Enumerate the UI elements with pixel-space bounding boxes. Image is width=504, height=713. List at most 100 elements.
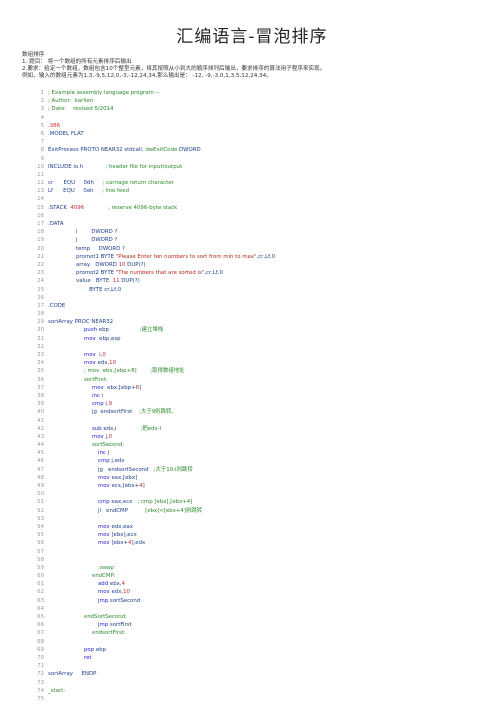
code-line: 28 — [30, 310, 490, 318]
code-token: [ebx+ — [111, 540, 129, 547]
code-text: endCMP: — [48, 572, 116, 580]
line-number: 31 — [37, 335, 44, 342]
line-number: 71 — [37, 663, 44, 670]
line-number: 28 — [37, 311, 44, 318]
code-token: promot2 BYTE — [76, 270, 116, 277]
code-text: .DATA — [48, 220, 64, 228]
code-line: 8 ExitProcess PROTO NEAR32 stdcall, dwExi… — [30, 146, 490, 154]
code-text: cmp i,9 — [48, 400, 112, 408]
code-token: 0 — [108, 433, 113, 440]
code-text: ;swap — [48, 564, 114, 572]
line-number: 66 — [37, 622, 44, 629]
line-number: 37 — [37, 384, 44, 391]
code-line: 73 — [30, 679, 490, 687]
line-number: 2 — [40, 98, 44, 105]
code-text: mov edx,10 — [48, 588, 130, 596]
code-token: eax,[ebx] — [111, 474, 138, 481]
line-number: 56 — [37, 540, 44, 547]
code-token: j, — [105, 433, 109, 440]
line-number: 75 — [37, 695, 44, 702]
code-token: array DWORD — [76, 261, 119, 268]
code-token: "Please Enter ten numbers to sort from m… — [115, 253, 257, 260]
code-token: [ebx],ecx — [111, 532, 137, 539]
line-number: 8 — [40, 147, 44, 154]
code-line: 57 — [30, 548, 490, 556]
code-token: mov — [98, 474, 112, 481]
code-token: dwExitCode: — [145, 147, 179, 154]
line-number: 64 — [37, 605, 44, 612]
gutter — [44, 556, 48, 564]
code-text: mov [ebx+4],edx — [48, 539, 145, 547]
line-number: 6 — [40, 130, 44, 137]
code-text: ; Author: karllen — [48, 97, 93, 105]
code-token: BYTE cr,Lf,0 — [84, 286, 122, 293]
code-line: 2 ; Author: karllen — [30, 97, 490, 105]
line-number: 54 — [37, 523, 44, 530]
code-token: 11 — [112, 278, 120, 285]
code-token: ; line feed — [102, 188, 129, 195]
code-line: 26 — [30, 294, 490, 302]
code-text: mov eax,[ebx] — [48, 474, 137, 482]
line-number: 41 — [37, 417, 44, 424]
code-token: ; carriage return character — [102, 180, 174, 187]
line-number: 33 — [37, 352, 44, 358]
code-token: jmp — [98, 597, 110, 604]
line-number: 13 — [37, 188, 44, 195]
code-text: mov ecx,[ebx+4] — [48, 482, 145, 490]
line-number: 11 — [37, 171, 44, 178]
code-line: 68 — [30, 638, 490, 646]
line-number: 60 — [37, 573, 44, 580]
code-text: mov i,0 — [48, 351, 106, 359]
code-token: ;大于9则跳转, — [139, 409, 174, 416]
code-text: ; Example assembly language program -- — [48, 89, 159, 97]
code-token: .386 — [48, 122, 61, 129]
code-text: push ebp ;建立堆栈 — [48, 326, 163, 334]
code-text: sortArray PROC NEAR32 — [48, 318, 113, 326]
code-token: 0 — [102, 352, 106, 358]
line-number: 68 — [37, 638, 44, 645]
code-text: cmp j,edx — [48, 457, 125, 465]
gutter — [44, 490, 48, 498]
code-text: jg endsortSecond ;大于10-i则跳转 — [48, 466, 193, 474]
code-text: ; mov ebx,[ebp+8] ;取得数组地址 — [48, 367, 185, 375]
code-token: ;建立堆栈 — [139, 327, 164, 334]
code-token: endSortSecond: — [84, 614, 127, 620]
code-line: 3; Date: revised 5/2014 — [30, 105, 490, 113]
code-token: .CODE — [48, 302, 66, 309]
line-number: 22 — [37, 261, 44, 268]
line-number: 16 — [37, 212, 44, 219]
code-text: ExitProcess PROTO NEAR32 stdcall, dwExit… — [48, 146, 201, 154]
code-token: mov — [98, 540, 112, 547]
code-line: 74_start: — [30, 687, 490, 695]
code-line: 33 mov i,0 — [30, 351, 490, 359]
line-number: 49 — [37, 483, 44, 489]
code-token: 9 — [108, 401, 113, 408]
line-number: 36 — [37, 376, 44, 383]
code-line: 64 — [30, 605, 490, 613]
code-token: value BYTE — [76, 278, 113, 285]
code-token: jg endsortSecond — [98, 466, 154, 473]
code-token: DUP(?) — [125, 261, 146, 268]
code-text: .386 — [48, 122, 60, 130]
code-token: mov — [98, 523, 112, 530]
code-token: eax,ecx — [111, 499, 138, 506]
code-text: jmp sortSecond — [48, 597, 140, 605]
code-token: inc — [98, 450, 108, 457]
code-token: cr EQU 0dh — [48, 180, 103, 187]
code-token: 4 — [128, 540, 132, 547]
code-token: 4 — [139, 483, 143, 489]
code-line: 58 — [30, 556, 490, 564]
